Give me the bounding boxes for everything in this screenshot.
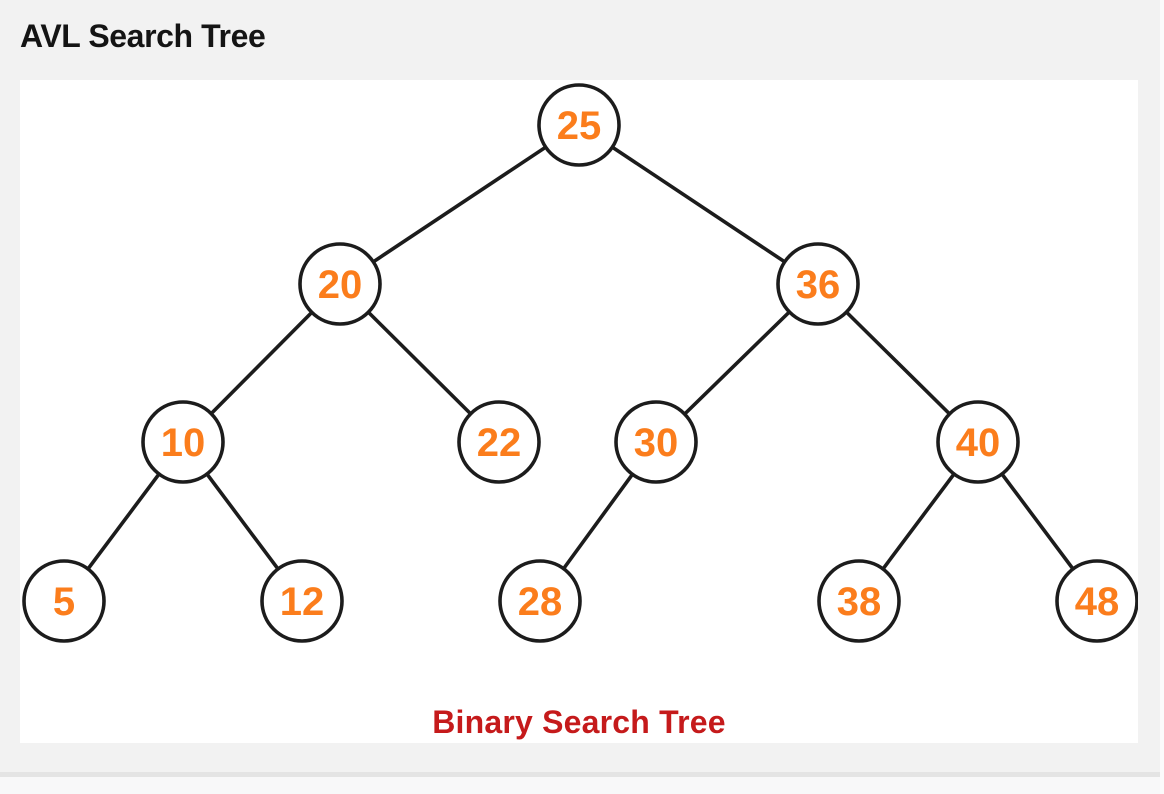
tree-node-circle <box>936 400 1020 484</box>
tree-node: 28 <box>498 559 582 643</box>
tree-node: 10 <box>141 400 225 484</box>
tree-node-circle <box>260 559 344 643</box>
tree-node-label: 36 <box>796 263 841 307</box>
diagram-caption: Binary Search Tree <box>432 704 726 740</box>
tree-node-circle <box>817 559 901 643</box>
tree-node-circle <box>298 242 382 326</box>
page-title: AVL Search Tree <box>20 18 266 54</box>
tree-node-circle <box>1055 559 1138 643</box>
tree-node-label: 38 <box>837 580 882 624</box>
tree-node-label: 5 <box>53 580 75 624</box>
tree-node: 36 <box>776 242 860 326</box>
tree-edge-25-20 <box>339 123 580 286</box>
tree-node: 22 <box>457 400 541 484</box>
bottom-area <box>0 777 1164 794</box>
tree-node: 12 <box>260 559 344 643</box>
tree-node: 25 <box>537 83 621 167</box>
tree-node: 48 <box>1055 559 1138 643</box>
tree-node-circle <box>537 83 621 167</box>
tree-edge-25-36 <box>578 123 819 286</box>
tree-node-circle <box>141 400 225 484</box>
tree-node-circle <box>22 559 106 643</box>
tree-node: 30 <box>614 400 698 484</box>
tree-node-label: 48 <box>1075 580 1120 624</box>
tree-node-label: 12 <box>280 580 325 624</box>
tree-node-circle <box>776 242 860 326</box>
tree-node: 20 <box>298 242 382 326</box>
tree-node-label: 30 <box>634 421 679 465</box>
tree-node-label: 20 <box>318 263 363 307</box>
tree-node: 38 <box>817 559 901 643</box>
tree-node-label: 10 <box>161 421 206 465</box>
tree-node: 40 <box>936 400 1020 484</box>
scrollbar-track[interactable] <box>1160 0 1164 794</box>
tree-node: 5 <box>22 559 106 643</box>
tree-svg: 25 20 36 10 22 30 40 5 <box>22 83 1138 643</box>
tree-node-circle <box>498 559 582 643</box>
tree-node-label: 25 <box>557 104 602 148</box>
tree-node-circle <box>614 400 698 484</box>
tree-node-label: 22 <box>477 421 522 465</box>
tree-node-label: 40 <box>956 421 1001 465</box>
tree-diagram-panel: 25 20 36 10 22 30 40 5 <box>20 80 1138 743</box>
bottom-divider <box>0 772 1164 777</box>
tree-node-circle <box>457 400 541 484</box>
tree-node-label: 28 <box>518 580 563 624</box>
